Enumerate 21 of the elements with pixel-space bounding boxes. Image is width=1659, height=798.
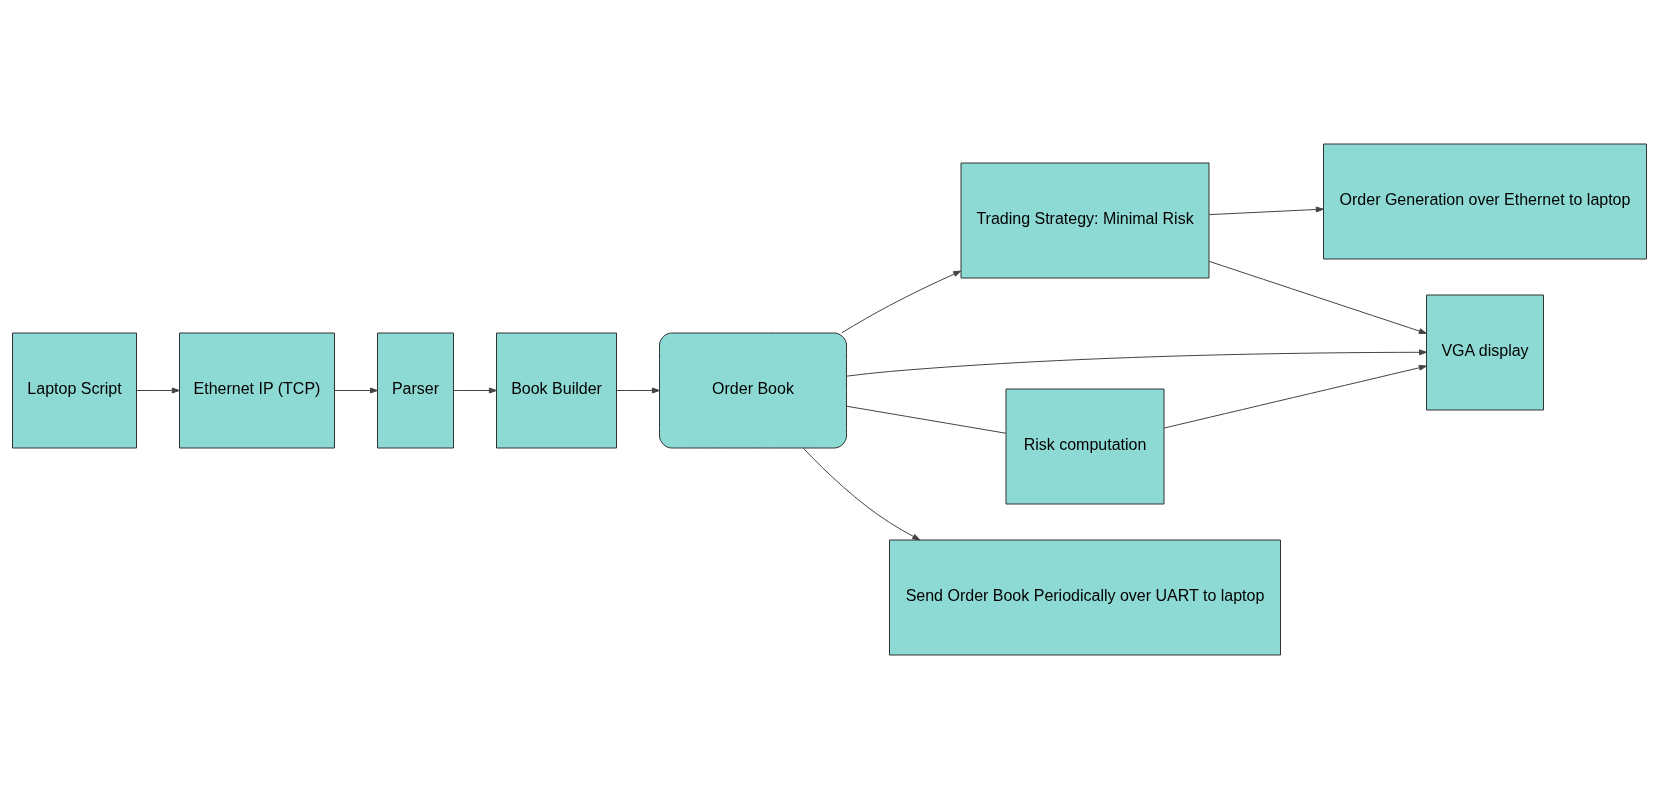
node-box: Risk computation — [1005, 388, 1165, 504]
arrow — [616, 387, 660, 393]
node-box: Send Order Book Periodically over UART to laptop — [889, 539, 1281, 655]
arrow — [1208, 260, 1427, 334]
node-box: Trading Strategy: Minimal Risk — [960, 162, 1210, 278]
arrow — [1208, 206, 1324, 215]
node-box: Order Generation over Ethernet to laptop — [1323, 143, 1647, 259]
node-box: Laptop Script — [12, 332, 137, 448]
node-box: VGA display — [1426, 294, 1544, 410]
arrow — [841, 270, 962, 333]
node-box: Parser — [377, 332, 454, 448]
arrow — [802, 447, 921, 540]
arrow — [846, 348, 1427, 377]
connector — [846, 405, 1007, 434]
arrow — [1163, 364, 1427, 429]
arrow — [334, 387, 378, 393]
arrow — [136, 387, 180, 393]
node-box: Order Book — [659, 332, 847, 448]
node-box: Book Builder — [496, 332, 617, 448]
arrow — [453, 387, 497, 393]
node-box: Ethernet IP (TCP) — [179, 332, 335, 448]
